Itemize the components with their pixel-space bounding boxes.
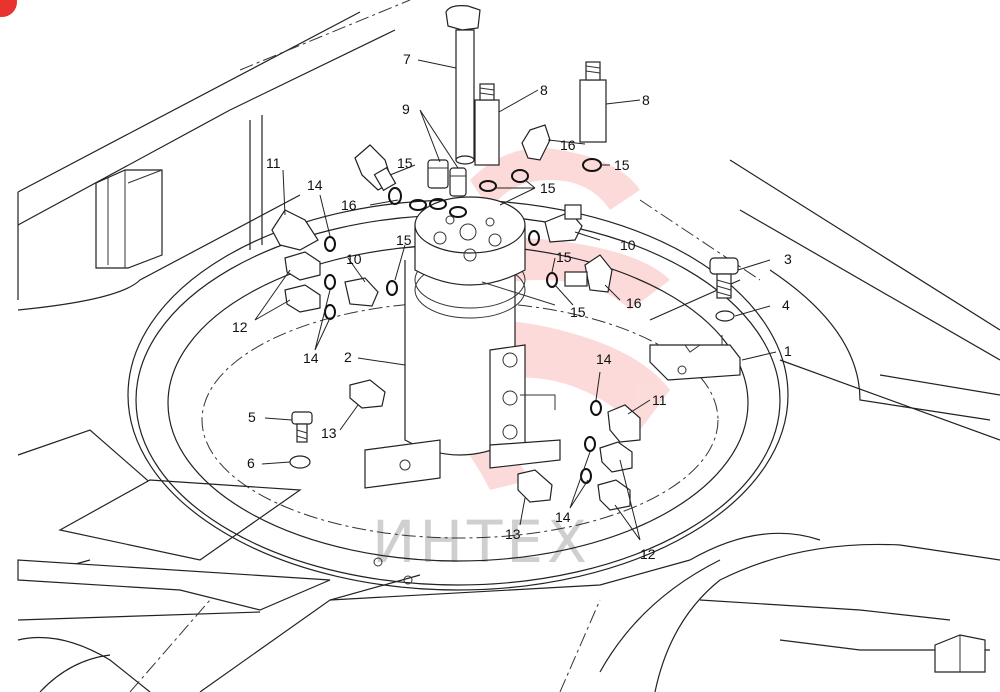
washer-4	[715, 310, 735, 322]
callout-6: 6	[247, 455, 255, 471]
callout-13: 13	[505, 526, 521, 542]
callout-10: 10	[346, 251, 362, 267]
callout-11: 11	[652, 392, 667, 408]
elbow-10-left	[344, 277, 379, 307]
elbow-13-bottom	[517, 469, 553, 503]
callout-14: 14	[307, 177, 323, 193]
callout-10: 10	[620, 237, 636, 253]
center-joint	[364, 196, 561, 489]
elbow-11-right	[607, 404, 641, 443]
callout-2: 2	[344, 349, 352, 365]
adapter-8-right	[579, 61, 607, 143]
bolt-5	[291, 411, 313, 443]
elbow-16-top	[354, 144, 397, 192]
callout-14: 14	[555, 509, 571, 525]
callout-12: 12	[232, 319, 248, 335]
stopper-plate	[649, 344, 741, 381]
bolt-3	[709, 257, 739, 299]
callout-1: 1	[784, 343, 792, 359]
callout-15: 15	[570, 304, 586, 320]
connector-9	[427, 159, 467, 197]
elbow-16-right	[564, 254, 613, 293]
elbow-10-right	[544, 204, 583, 243]
callouts: 7 8 8 9 16 15 15 11 15 14 16 15 10 15 10…	[232, 51, 792, 562]
corner-badge-icon	[0, 0, 17, 17]
callout-13: 13	[321, 425, 337, 441]
callout-5: 5	[248, 409, 256, 425]
washer-6	[289, 455, 311, 469]
leader-lines	[254, 59, 777, 541]
nipples-12-left	[284, 251, 321, 313]
callout-8: 8	[540, 82, 548, 98]
callout-15: 15	[397, 155, 413, 171]
callout-9: 9	[402, 101, 410, 117]
pipe-7	[445, 5, 481, 165]
callout-15: 15	[540, 180, 556, 196]
callout-7: 7	[403, 51, 411, 67]
callout-8: 8	[642, 92, 650, 108]
callout-15: 15	[614, 157, 630, 173]
callout-15: 15	[556, 249, 572, 265]
callout-12: 12	[640, 546, 656, 562]
adapter-8-left	[474, 83, 500, 166]
callout-16: 16	[341, 197, 357, 213]
callout-15: 15	[396, 232, 412, 248]
elbow-11-left	[271, 209, 319, 251]
nipples-12-right	[597, 441, 633, 511]
elbow-16-mid	[521, 124, 551, 161]
callout-3: 3	[784, 251, 792, 267]
callout-4: 4	[782, 297, 790, 313]
callout-11: 11	[266, 155, 281, 171]
elbow-13-left	[349, 379, 386, 409]
callout-14: 14	[303, 350, 319, 366]
callout-16: 16	[560, 137, 576, 153]
watermark-text: ИНТЕХ	[372, 508, 591, 576]
callout-16: 16	[626, 295, 642, 311]
machine-frame	[17, 0, 1000, 692]
callout-14: 14	[596, 351, 612, 367]
